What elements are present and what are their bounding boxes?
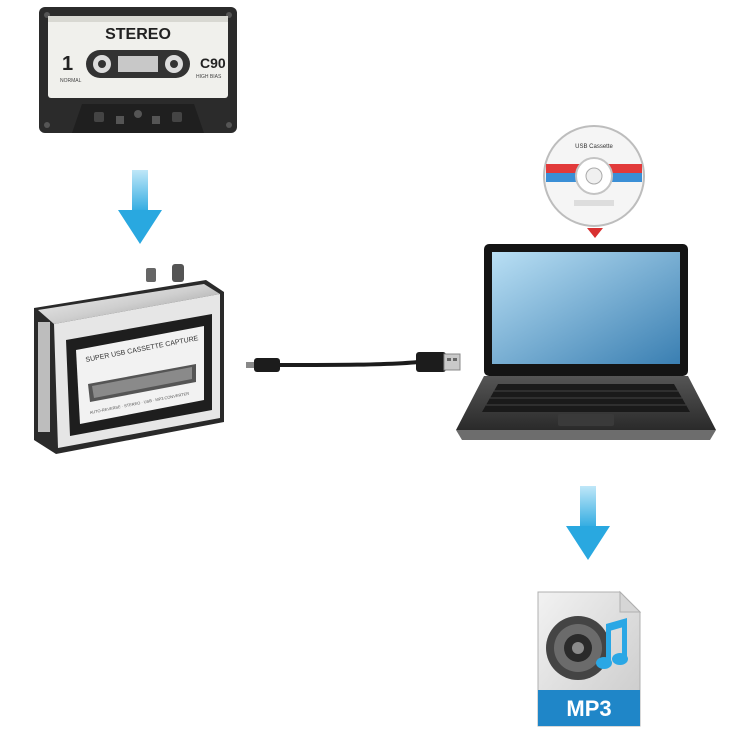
cd-disc: USB Cassette [543,125,645,227]
cassette-small-left-text: NORMAL [60,78,82,84]
mp3-file-icon: MP3 [537,590,642,727]
mp3-label-text: MP3 [566,696,611,721]
cassette-side-text: 1 [62,53,73,75]
cassette-length-text: C90 [200,55,226,71]
cassette-tape: STEREO 1 NORMAL C90 HIGH BIAS [39,7,237,133]
cd-label-text: USB Cassette [575,144,613,150]
small-down-arrow-icon [587,228,603,238]
usb-cable [246,352,461,372]
cassette-small-right-text: HIGH BIAS [196,74,222,80]
down-arrow-icon [118,170,162,244]
cassette-brand-text: STEREO [105,26,171,43]
down-arrow-icon-2 [566,486,610,560]
usb-cassette-player: SUPER USB CASSETTE CAPTURE AUTO-REVERSE … [34,264,224,454]
laptop [456,244,716,440]
